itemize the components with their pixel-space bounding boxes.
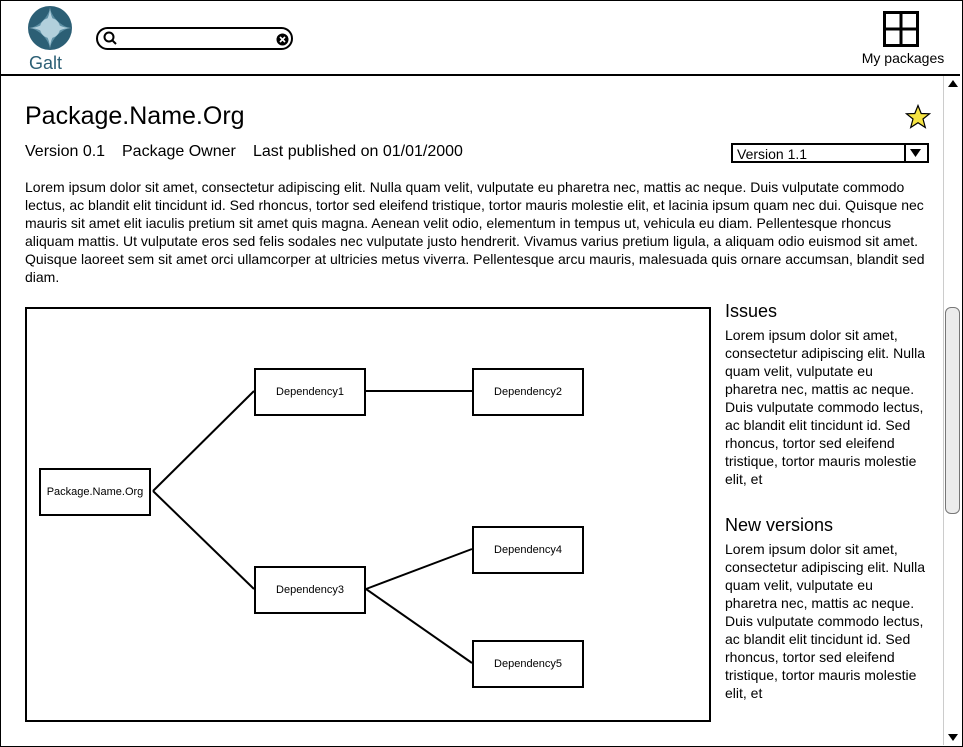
scroll-down-icon[interactable] [944, 729, 962, 745]
node-dependency2[interactable]: Dependency2 [472, 368, 584, 416]
logo-text: Galt [29, 53, 63, 73]
issues-text: Lorem ipsum dolor sit amet, consectetur … [725, 327, 925, 487]
graph-edges [152, 390, 473, 664]
new-versions-text: Lorem ipsum dolor sit amet, consectetur … [725, 541, 925, 701]
owner-link[interactable]: Package Owner [122, 143, 236, 160]
scrollbar-thumb[interactable] [945, 307, 960, 514]
version-text: Version 0.1 [25, 143, 106, 160]
chevron-down-icon [910, 149, 921, 157]
version-select-value: Version 1.1 [737, 146, 808, 162]
my-packages-button[interactable]: My packages [858, 11, 948, 69]
scroll-up-icon[interactable] [944, 76, 962, 92]
dropdown-button[interactable] [904, 145, 927, 161]
issues-heading: Issues [725, 301, 778, 321]
star-icon[interactable] [905, 104, 931, 130]
node-dependency4[interactable]: Dependency4 [472, 526, 584, 574]
search-icon [103, 31, 117, 45]
grid-icon [883, 11, 919, 47]
page-title: Package.Name.Org [25, 102, 245, 130]
my-packages-label: My packages [861, 50, 945, 66]
version-select[interactable]: Version 1.1 [731, 143, 929, 163]
dependency-graph: Package.Name.Org Dependency1 Dependency2… [25, 307, 711, 722]
edge-dep3-dep4 [365, 548, 473, 590]
node-root[interactable]: Package.Name.Org [39, 468, 151, 516]
node-dependency5[interactable]: Dependency5 [472, 640, 584, 688]
edge-root-dep3 [152, 490, 255, 590]
logo-mark-icon [28, 6, 72, 50]
published-date: Last published on 01/01/2000 [253, 143, 463, 160]
node-dependency3[interactable]: Dependency3 [254, 566, 366, 614]
new-versions-heading: New versions [725, 515, 834, 535]
node-dependency1[interactable]: Dependency1 [254, 368, 366, 416]
edge-root-dep1 [152, 390, 255, 492]
header: Galt My packages [1, 1, 960, 76]
galt-logo[interactable]: Galt [24, 5, 78, 73]
search-input[interactable] [96, 27, 293, 50]
edge-dep3-dep5 [365, 588, 473, 664]
clear-icon[interactable] [276, 33, 289, 46]
scrollbar[interactable] [943, 76, 962, 745]
package-description: Lorem ipsum dolor sit amet, consectetur … [25, 179, 925, 285]
